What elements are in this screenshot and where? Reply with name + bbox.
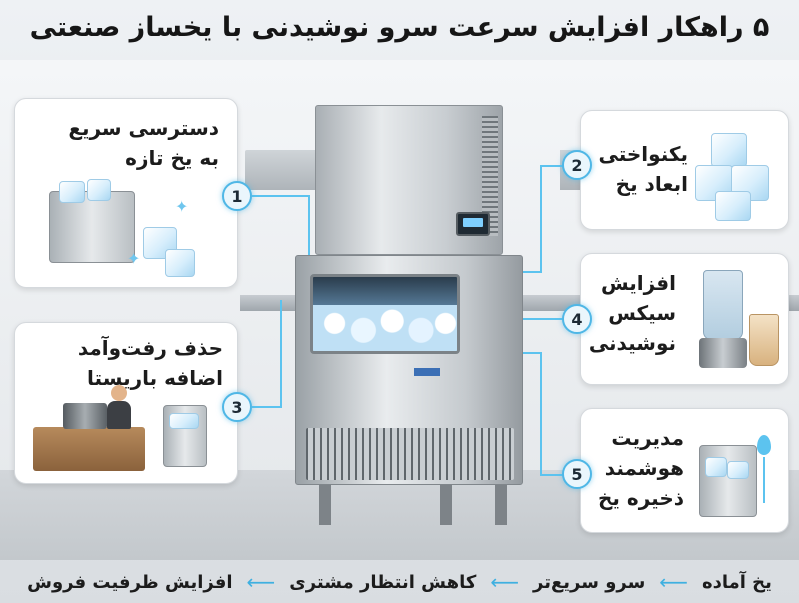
callout-4-text: افزایش سیکس نوشیدنی bbox=[582, 268, 676, 358]
machine-leg bbox=[440, 485, 452, 525]
control-display bbox=[456, 212, 490, 236]
connector-line-2-vert bbox=[540, 165, 542, 273]
callout-1-line2: به یخ تازه bbox=[125, 146, 219, 170]
page-title: ۵ راهکار افزایش سرعت سرو نوشیدنی با یخسا… bbox=[29, 12, 770, 43]
callout-1-line1: دسترسی سریع bbox=[68, 116, 219, 140]
callout-2-line2: ابعاد یخ bbox=[615, 172, 688, 196]
ice-cube-icon bbox=[715, 191, 751, 221]
flow-step-4: افزایش ظرفیت فروش bbox=[27, 571, 233, 593]
side-vent bbox=[482, 116, 498, 236]
callout-1-text: دسترسی سریع به یخ تازه bbox=[29, 113, 219, 173]
callout-4-line1: افزایش bbox=[600, 271, 676, 295]
callout-3-line2: اضافه باریستا bbox=[87, 366, 223, 390]
ice-storage-bin bbox=[295, 255, 523, 485]
connector-line-1-vert bbox=[308, 195, 310, 295]
sparkle-icon: ✦ bbox=[175, 197, 189, 216]
sparkle-icon: ✦ bbox=[127, 249, 141, 268]
callout-5-text: مدیریت هوشمند ذخیره یخ bbox=[584, 423, 684, 513]
callout-4-line3: نوشیدنی bbox=[588, 331, 676, 355]
ice-machine-head bbox=[315, 105, 503, 255]
connector-line-5-h2 bbox=[540, 474, 580, 476]
flow-step-2: سرو سریع‌تر bbox=[533, 571, 646, 593]
barista-body bbox=[107, 401, 131, 429]
connector-line-5-vert bbox=[540, 352, 542, 474]
ice-cube-icon bbox=[169, 413, 199, 429]
ice-machine bbox=[295, 105, 525, 525]
ice-cube-icon bbox=[59, 181, 85, 203]
callout-5-line1: مدیریت bbox=[611, 426, 684, 450]
arrow-left-icon: ⟵ bbox=[490, 570, 520, 594]
callout-number-2: 2 bbox=[562, 150, 592, 180]
level-indicator bbox=[763, 457, 765, 503]
machine-leg bbox=[319, 485, 331, 525]
espresso-machine-icon bbox=[63, 403, 107, 429]
callout-number-3: 3 bbox=[222, 392, 252, 422]
callout-3-text: حذف رفت‌وآمد اضافه باریستا bbox=[23, 333, 223, 393]
blender-base bbox=[699, 338, 747, 368]
water-drop-icon bbox=[757, 435, 771, 455]
range-hood-left bbox=[245, 150, 325, 190]
ice-cube-icon bbox=[705, 457, 727, 477]
flow-step-1: یخ آماده bbox=[701, 571, 772, 593]
callout-number-5: 5 bbox=[562, 459, 592, 489]
callout-4-line2: سیکس bbox=[608, 301, 676, 325]
callout-5-line2: هوشمند bbox=[604, 456, 684, 480]
connector-line-2 bbox=[540, 165, 580, 167]
callout-3-line1: حذف رفت‌وآمد bbox=[77, 336, 223, 360]
callout-5-line3: ذخیره یخ bbox=[598, 486, 684, 510]
callout-number-1: 1 bbox=[222, 181, 252, 211]
brand-badge bbox=[414, 368, 440, 376]
callout-2-text: یکنواختی ابعاد یخ bbox=[588, 139, 688, 199]
arrow-left-icon: ⟵ bbox=[246, 570, 276, 594]
front-grill bbox=[306, 428, 514, 480]
callout-card-4: افزایش سیکس نوشیدنی bbox=[580, 253, 789, 385]
connector-line-4 bbox=[495, 318, 580, 320]
ice-cube-icon bbox=[711, 133, 747, 167]
connector-line-3 bbox=[252, 406, 282, 408]
ice-bin-illustration bbox=[49, 191, 135, 263]
ice-bin-window bbox=[310, 274, 460, 354]
ice-cube-icon bbox=[165, 249, 195, 277]
ice-cube-icon bbox=[87, 179, 111, 201]
ice-cubes-pile bbox=[313, 305, 457, 351]
ice-storage-illustration bbox=[699, 445, 757, 517]
callout-card-5: مدیریت هوشمند ذخیره یخ bbox=[580, 408, 789, 533]
blender-icon bbox=[703, 270, 743, 340]
machine-leg bbox=[495, 485, 507, 525]
drink-cup-icon bbox=[749, 314, 779, 366]
ice-cube-icon bbox=[727, 461, 749, 479]
barista-icon bbox=[111, 385, 127, 401]
flow-step-3: کاهش انتظار مشتری bbox=[289, 571, 477, 593]
connector-line-1 bbox=[252, 195, 310, 197]
callout-card-1: دسترسی سریع به یخ تازه ✦ ✦ bbox=[14, 98, 238, 288]
callout-2-line1: یکنواختی bbox=[598, 142, 688, 166]
arrow-left-icon: ⟵ bbox=[659, 570, 688, 594]
callout-number-4: 4 bbox=[562, 304, 592, 334]
cafe-counter-illustration bbox=[33, 427, 145, 471]
callout-card-3: حذف رفت‌وآمد اضافه باریستا bbox=[14, 322, 238, 484]
callout-card-2: یکنواختی ابعاد یخ bbox=[580, 110, 789, 230]
benefit-flow: یخ آماده ⟵ سرو سریع‌تر ⟵ کاهش انتظار مشت… bbox=[0, 567, 799, 597]
connector-line-3-vert bbox=[280, 300, 282, 408]
